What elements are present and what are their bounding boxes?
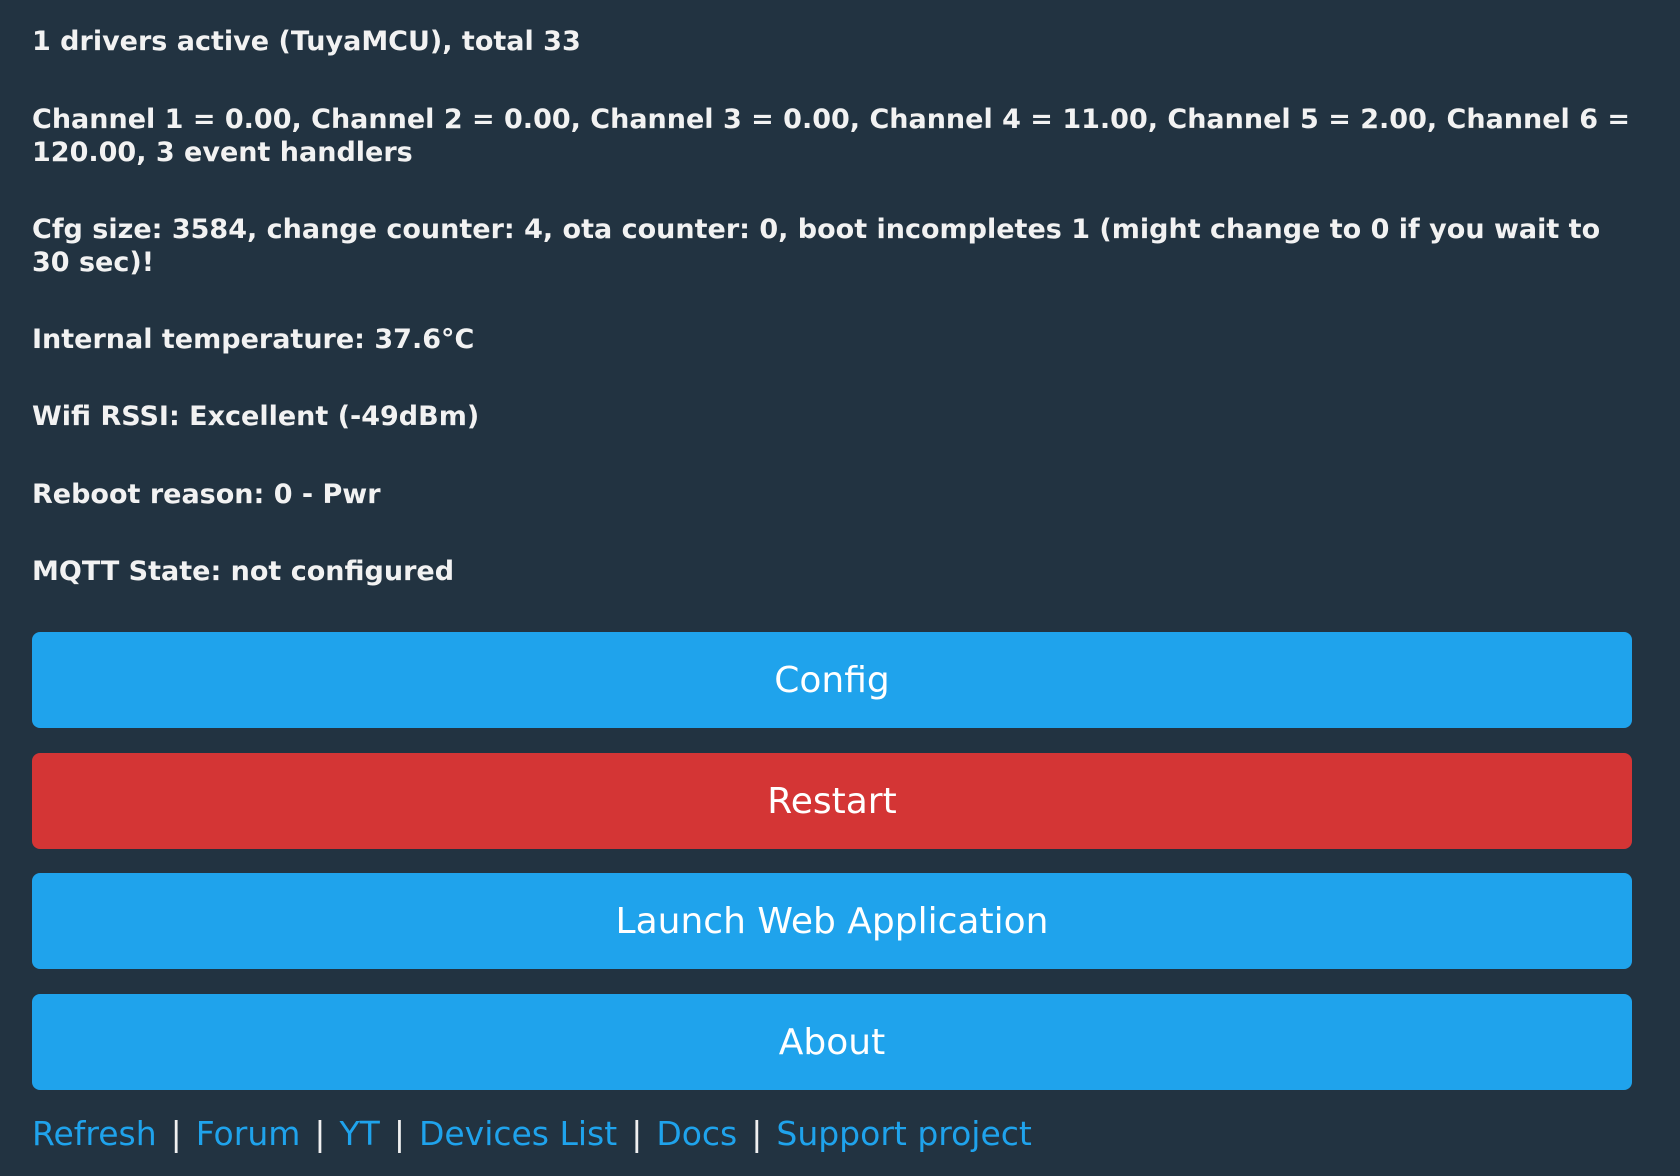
about-button[interactable]: About [32,994,1632,1090]
cfg-status: Cfg size: 3584, change counter: 4, ota c… [32,214,1601,278]
channels-status: Channel 1 = 0.00, Channel 2 = 0.00, Chan… [32,104,1631,168]
config-button[interactable]: Config [32,632,1632,728]
mqtt-status: MQTT State: not configured [32,556,455,587]
restart-button[interactable]: Restart [32,753,1632,849]
refresh-link[interactable]: Refresh [32,1114,157,1153]
temperature-status: Internal temperature: 37.6°C [32,324,475,355]
footer-separator: | [393,1114,405,1153]
forum-link[interactable]: Forum [195,1114,301,1153]
footer-separator: | [751,1114,763,1153]
drivers-status: 1 drivers active (TuyaMCU), total 33 [32,26,581,57]
wifi-rssi-status: Wifi RSSI: Excellent (-49dBm) [32,401,480,432]
docs-link[interactable]: Docs [656,1114,738,1153]
yt-link[interactable]: YT [339,1114,380,1153]
footer-separator: | [170,1114,182,1153]
devices-list-link[interactable]: Devices List [418,1114,618,1153]
footer-separator: | [314,1114,326,1153]
support-project-link[interactable]: Support project [776,1114,1032,1153]
footer-links: Refresh | Forum | YT | Devices List | Docs | Suppo… [32,1114,1032,1154]
launch-web-application-button[interactable]: Launch Web Application [32,873,1632,969]
footer-separator: | [631,1114,643,1153]
reboot-reason-status: Reboot reason: 0 - Pwr [32,479,381,510]
